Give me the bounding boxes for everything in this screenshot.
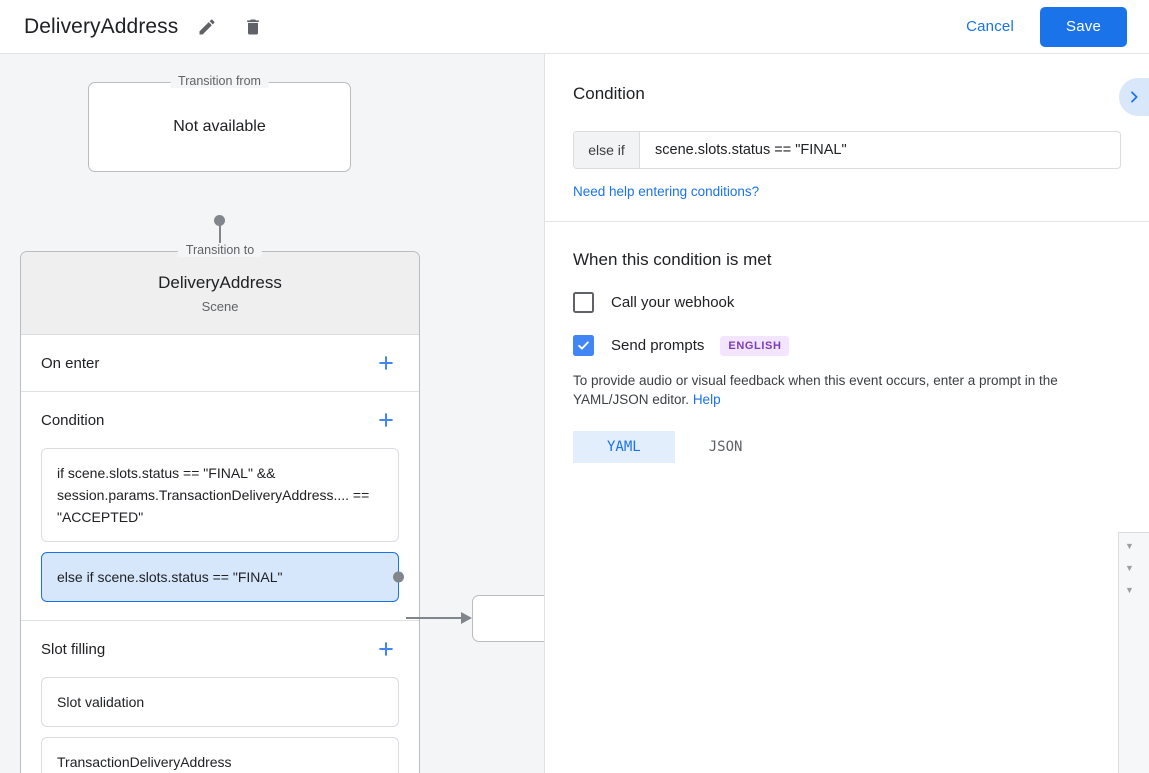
transition-to-legend: Transition to: [177, 243, 263, 257]
checkmark-icon: [578, 341, 589, 350]
transition-to-node: Transition to DeliveryAddress Scene On e…: [20, 243, 420, 773]
gutter-line: ▼1: [1119, 535, 1149, 557]
scene-subtitle: Scene: [201, 298, 239, 314]
section-condition: Condition if scene.slots.status == "FINAL…: [21, 392, 419, 621]
when-met-block: When this condition is met Call your web…: [545, 222, 1149, 463]
prompts-help-link[interactable]: Help: [692, 392, 721, 407]
chevron-right-icon: [1131, 91, 1138, 103]
tab-json[interactable]: JSON: [708, 439, 743, 455]
tab-yaml[interactable]: YAML: [573, 431, 675, 463]
section-title: Condition: [41, 411, 105, 429]
prompts-hint: To provide audio or visual feedback when…: [573, 371, 1121, 409]
call-webhook-checkbox[interactable]: [573, 292, 594, 313]
delete-button[interactable]: [236, 10, 270, 44]
outgoing-edge-arrow-icon: [461, 612, 472, 624]
transition-from-legend: Transition from: [170, 74, 269, 88]
add-slot-filling-button[interactable]: [373, 636, 399, 662]
condition-prefix: else if: [574, 132, 640, 168]
plus-icon: [379, 413, 393, 427]
fold-arrow-icon[interactable]: ▼: [1125, 585, 1134, 595]
section-title: On enter: [41, 354, 100, 372]
trash-icon: [247, 19, 260, 34]
list-item[interactable]: TransactionDeliveryAddress: [41, 737, 399, 773]
cancel-button[interactable]: Cancel: [952, 10, 1028, 43]
list-item[interactable]: Slot validation: [41, 677, 399, 727]
transition-from-value: Not available: [173, 118, 266, 135]
language-badge: ENGLISH: [720, 335, 790, 356]
flow-canvas[interactable]: Transition from Not available Transition…: [0, 54, 545, 773]
transition-from-node[interactable]: Transition from Not available: [88, 74, 351, 172]
condition-heading: Condition: [573, 84, 645, 103]
editor-format-tabs: YAML JSON: [573, 431, 1121, 463]
fold-arrow-icon[interactable]: ▼: [1125, 541, 1134, 551]
section-on-enter: On enter: [21, 335, 419, 392]
pencil-icon: [199, 18, 215, 34]
call-webhook-label: Call your webhook: [611, 294, 735, 311]
list-item[interactable]: if scene.slots.status == "FINAL" && sess…: [41, 448, 399, 542]
webhook-row[interactable]: Call your webhook: [573, 292, 1121, 313]
scene-title: DeliveryAddress: [158, 272, 282, 292]
fold-arrow-icon[interactable]: ▼: [1125, 563, 1134, 573]
editor-gutter[interactable]: ▼1▼2▼345: [1119, 533, 1149, 773]
details-panel: Condition else if scene.slots.status == …: [545, 54, 1149, 773]
panel-divider: [544, 54, 545, 773]
next-node-card[interactable]: [472, 595, 545, 642]
gutter-line: 5: [1119, 623, 1149, 645]
add-condition-button[interactable]: [373, 407, 399, 433]
condition-input[interactable]: scene.slots.status == "FINAL": [655, 142, 847, 158]
condition-input-row[interactable]: else if scene.slots.status == "FINAL": [573, 131, 1121, 169]
page-title: DeliveryAddress: [24, 14, 179, 38]
condition-help-link[interactable]: Need help entering conditions?: [573, 184, 760, 199]
when-met-heading: When this condition is met: [573, 250, 772, 269]
collapse-panel-button[interactable]: [1119, 78, 1149, 116]
yaml-editor[interactable]: ▼1▼2▼345 candidates: - first_simple: var…: [1118, 532, 1149, 773]
panel-separator: [545, 221, 1149, 222]
gutter-line: 4: [1119, 601, 1149, 623]
section-title: Slot filling: [41, 640, 106, 658]
save-button[interactable]: Save: [1040, 6, 1127, 47]
plus-icon: [379, 642, 393, 656]
send-prompts-checkbox[interactable]: [573, 335, 594, 356]
scene-header[interactable]: DeliveryAddress Scene: [21, 252, 419, 335]
edit-name-button[interactable]: [190, 10, 224, 44]
gutter-line: ▼3: [1119, 579, 1149, 601]
send-prompts-label: Send prompts: [611, 337, 705, 354]
section-header: Condition: [41, 392, 399, 448]
outgoing-edge-line: [406, 617, 462, 619]
prompts-hint-text: To provide audio or visual feedback when…: [573, 373, 1058, 407]
send-prompts-row[interactable]: Send prompts ENGLISH: [573, 335, 1121, 356]
add-on-enter-button[interactable]: [373, 350, 399, 376]
gutter-line: ▼2: [1119, 557, 1149, 579]
top-bar: DeliveryAddress Cancel Save: [0, 0, 1149, 54]
section-header: On enter: [41, 335, 399, 391]
condition-block: Condition else if scene.slots.status == …: [545, 54, 1149, 201]
node-output-dot[interactable]: [393, 571, 404, 583]
list-item-selected[interactable]: else if scene.slots.status == "FINAL": [41, 552, 404, 602]
section-header: Slot filling: [41, 621, 399, 677]
plus-icon: [379, 356, 393, 370]
